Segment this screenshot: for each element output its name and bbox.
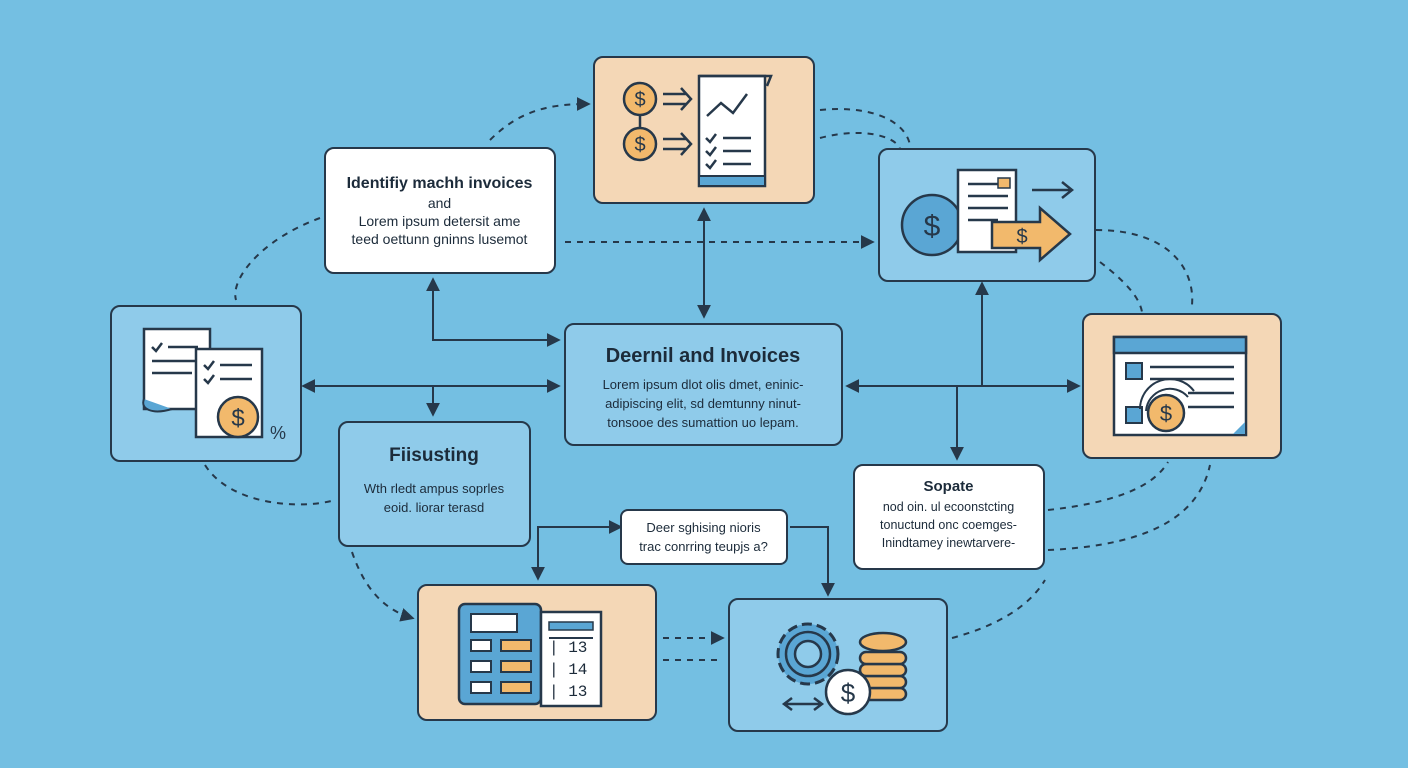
ledger-value-row: 14 <box>568 661 588 679</box>
dollar-coin-icon: $ <box>622 126 658 162</box>
ledger-value: | 13 <box>549 639 588 657</box>
center-title: Deernil and Invoices <box>605 345 801 367</box>
svg-text:$: $ <box>634 89 645 111</box>
small-note-box: Deer sghising nioris trac conrring teupj… <box>620 509 788 565</box>
arrow-connector <box>426 277 561 347</box>
sopate-title: Sopate <box>923 478 974 495</box>
dollar-coin-icon: $ <box>1139 378 1195 433</box>
ledger-sheet-icon <box>539 610 603 708</box>
dollar-coin-icon: $ <box>824 668 872 716</box>
arrow-connector <box>531 520 623 581</box>
ledger-value-row: 13 <box>568 639 588 657</box>
dashed-connector <box>1047 464 1211 551</box>
dollar-coin-icon: $ <box>900 193 964 257</box>
identify-line: Lorem ipsum detersit ame <box>358 213 521 229</box>
top-report-card: $ $ <box>593 56 815 204</box>
invoice-dollar-icon: $ <box>194 347 264 439</box>
svg-text:$: $ <box>231 405 244 432</box>
bottom-settings-card: $ <box>728 598 948 732</box>
identify-line: and <box>427 195 452 211</box>
percent-icon: % <box>270 423 286 443</box>
dashed-connector <box>351 551 415 622</box>
top-right-payment-card: $ $ <box>878 148 1096 282</box>
dollar-coin-icon: $ <box>622 81 658 117</box>
ledger-value: | 14 <box>549 661 588 679</box>
browser-window-icon <box>1112 335 1248 437</box>
ledger-value-row: 13 <box>568 683 588 701</box>
svg-text:$: $ <box>634 134 645 156</box>
dashed-connector <box>819 131 901 151</box>
identify-invoices-box: Identifiy machh invoices and Lorem ipsum… <box>324 147 556 274</box>
ledger-value: | 13 <box>549 683 588 701</box>
arrow-right-icon <box>1032 181 1075 199</box>
bottom-calculator-card: | 13 | 14 | 13 <box>417 584 657 721</box>
sopate-line: nod oin. ul ecoonstcting <box>882 500 1015 514</box>
coin-stack-icon <box>858 631 908 702</box>
sopate-box: Sopate nod oin. ul ecoonstcting tonuctun… <box>853 464 1045 570</box>
dashed-connector <box>819 108 911 146</box>
left-invoice-card: $ % <box>110 305 302 462</box>
center-line: adipiscing elit, sd demtunny ninut- <box>605 396 801 411</box>
svg-text:%: % <box>270 423 286 443</box>
fisusting-title: Fiisusting <box>389 445 479 466</box>
svg-text:$: $ <box>924 210 941 243</box>
svg-text:$: $ <box>841 678 856 708</box>
fisusting-box: Fiisusting Wth rledt ampus soprles eoid.… <box>338 421 531 547</box>
fisusting-line: eoid. liorar terasd <box>383 500 485 515</box>
arrow-right-icon <box>663 87 693 156</box>
calculator-icon <box>457 602 543 706</box>
right-browser-card: $ <box>1082 313 1282 459</box>
dashed-connector <box>1047 461 1169 511</box>
dashed-connector <box>1099 261 1143 313</box>
arrow-connector <box>790 526 835 597</box>
fisusting-line: Wth rledt ampus soprles <box>363 481 505 496</box>
gear-icon <box>776 622 840 686</box>
note-line: Deer sghising nioris <box>646 520 761 535</box>
double-arrow-icon <box>781 697 825 711</box>
checklist-icon <box>705 133 751 170</box>
center-line: tonsooe des sumattion uo lepam. <box>607 415 799 430</box>
dashed-connector <box>489 97 591 141</box>
dollar-bill-arrow-icon: $ <box>990 205 1072 263</box>
svg-text:$: $ <box>1016 226 1027 248</box>
sopate-line: tonuctund onc coemges- <box>880 518 1017 532</box>
identify-title: Identifiy machh invoices <box>346 175 533 192</box>
dashed-connector <box>1095 229 1194 306</box>
sopate-line: Inindtamey inewtarvere- <box>881 536 1016 550</box>
note-line: trac conrring teupjs a? <box>639 539 768 554</box>
dashed-connector <box>234 217 321 301</box>
center-invoices-box: Deernil and Invoices Lorem ipsum dlot ol… <box>564 323 843 446</box>
center-line: Lorem ipsum dlot olis dmet, eninic- <box>602 377 804 392</box>
dashed-connector <box>951 579 1046 639</box>
svg-text:$: $ <box>1160 401 1172 426</box>
dashed-connector <box>204 464 336 506</box>
identify-line: teed oettunn gninns lusemot <box>351 231 528 247</box>
